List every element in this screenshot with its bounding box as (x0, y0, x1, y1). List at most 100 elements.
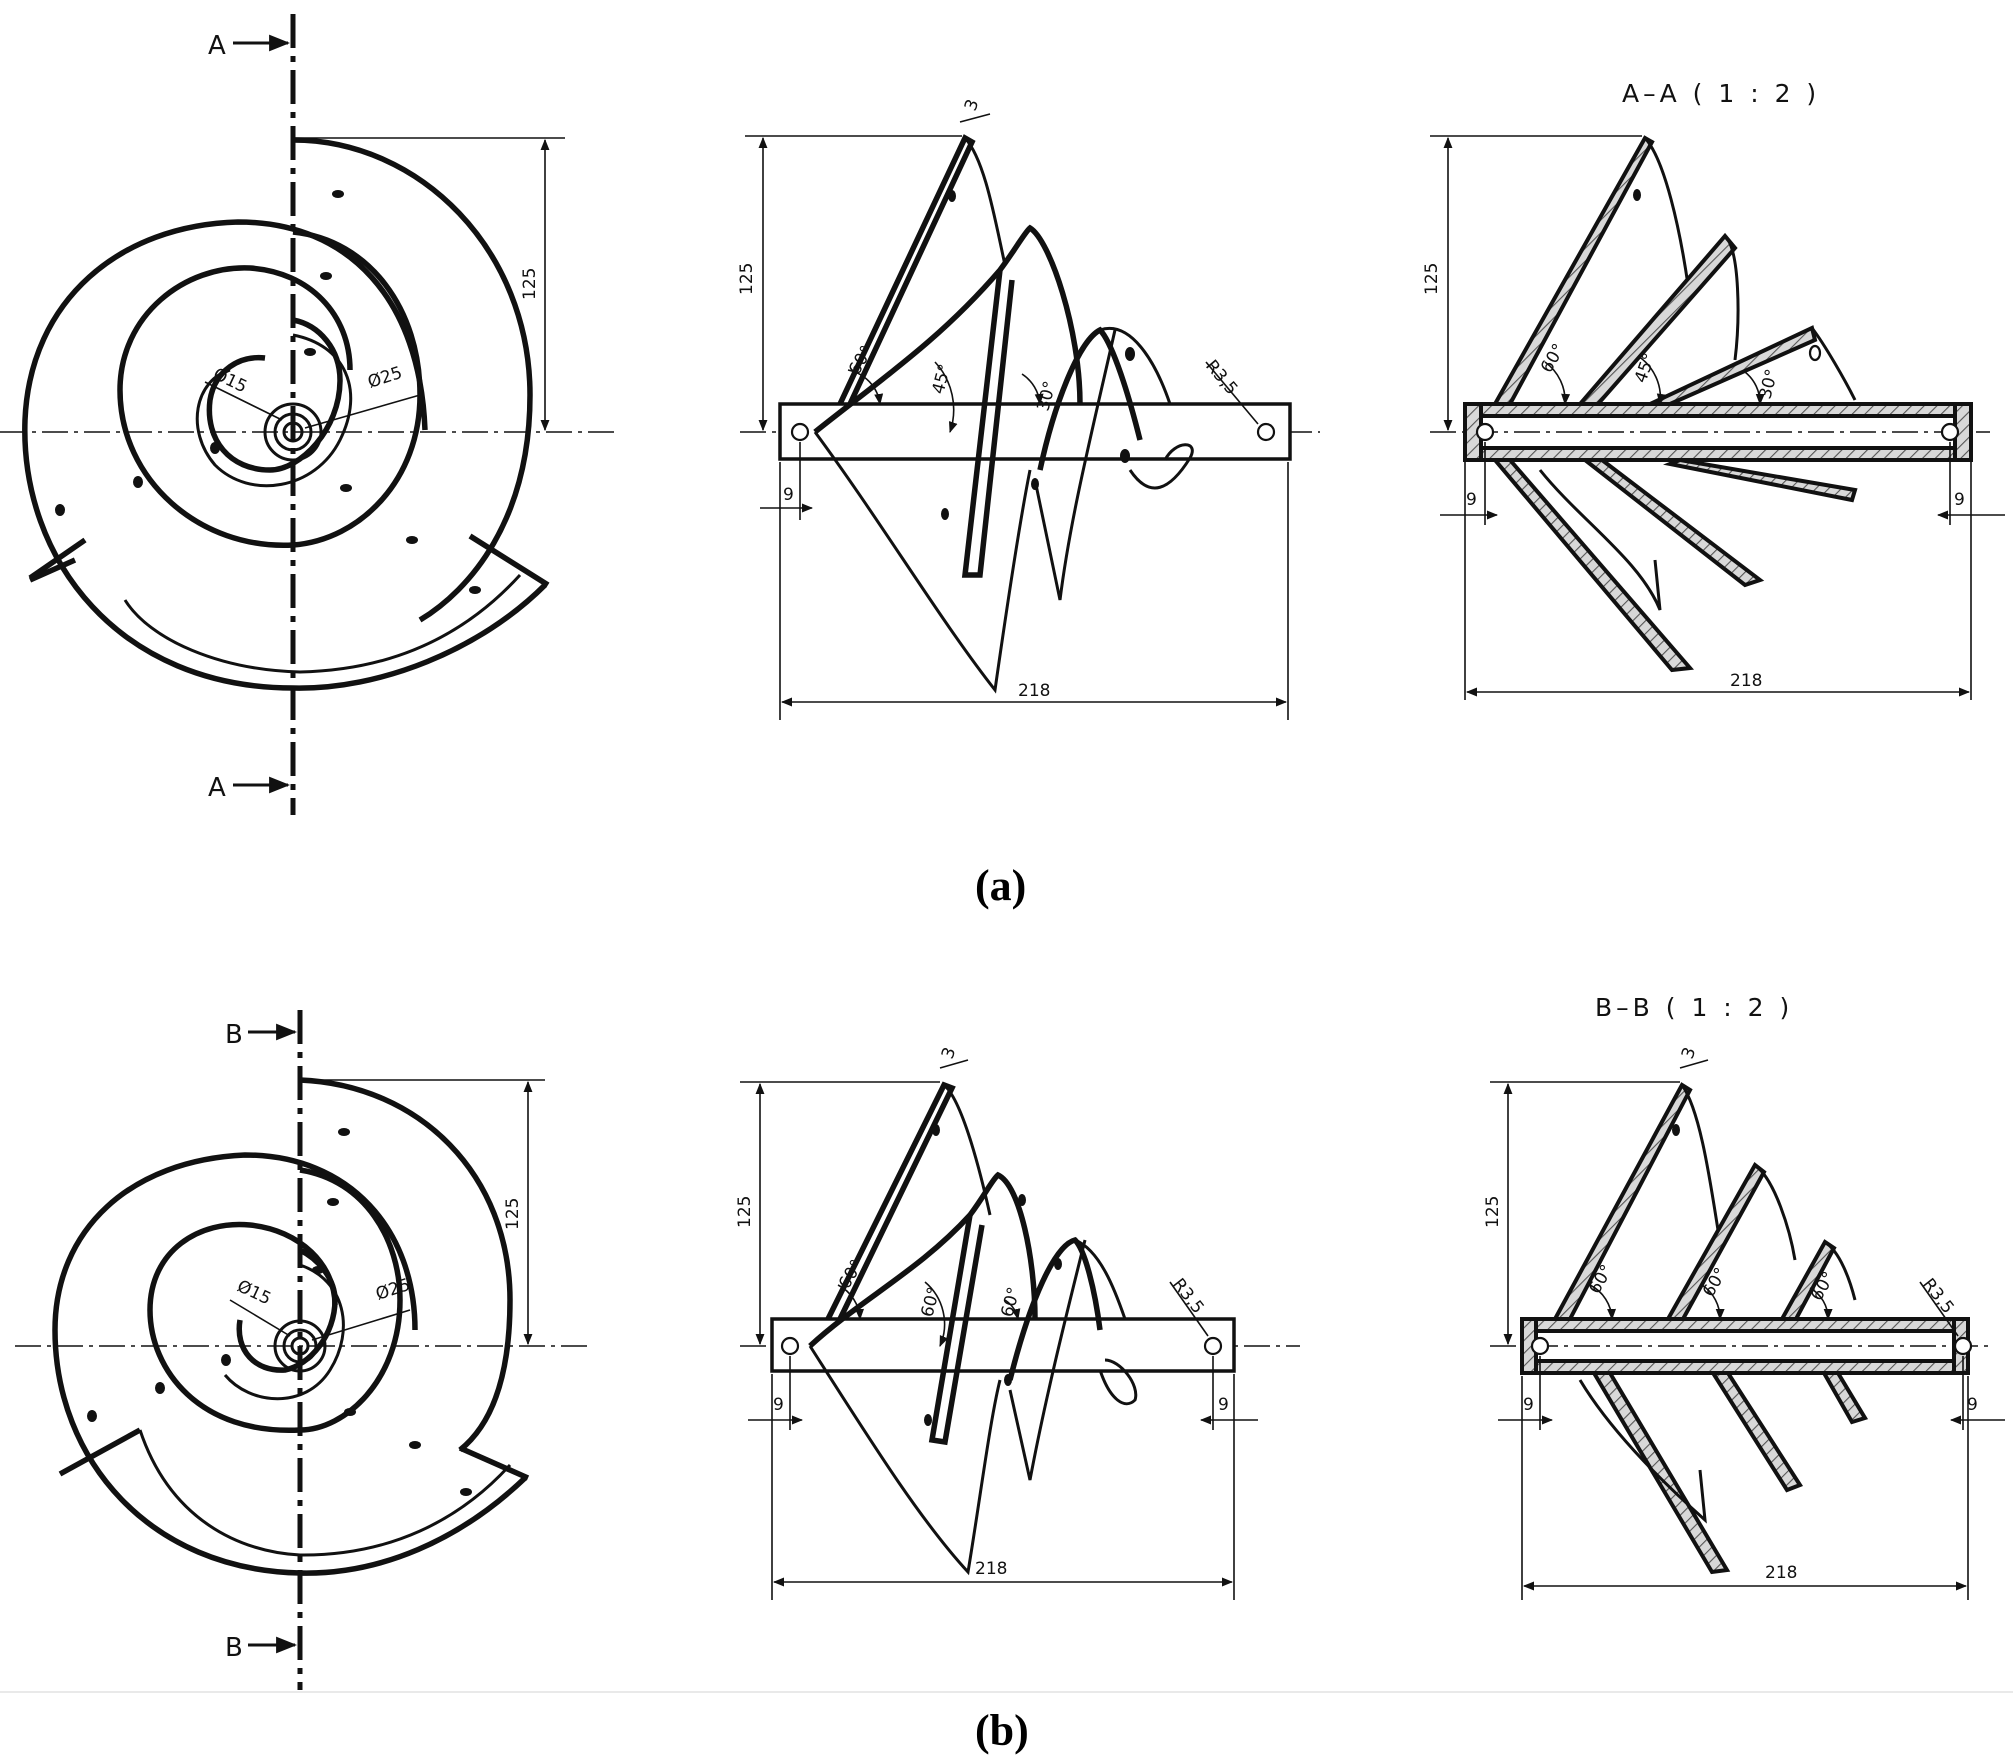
radius-label: R3,5 (1168, 1275, 1208, 1318)
length-dimension-label: 218 (1018, 681, 1050, 701)
blade-hole (1031, 478, 1039, 490)
spiral-inner-edge (206, 317, 343, 473)
bolt-hole (55, 504, 65, 516)
length-dimension-label: 218 (1765, 1563, 1797, 1583)
bolt-hole (332, 190, 344, 198)
angle-arc-3 (1744, 371, 1765, 406)
angle-arc-3 (1004, 1299, 1021, 1321)
spiral-outer-edge (22, 137, 547, 691)
shaft-hole-left (1530, 1336, 1550, 1356)
hole-offset-label-left: 9 (1466, 490, 1477, 510)
blade-hole (1004, 1374, 1012, 1386)
bolt-hole (327, 1198, 339, 1206)
angle-label-1: 60° (845, 342, 877, 378)
spiral-end-cap-left (58, 1427, 142, 1477)
bolt-hole (469, 586, 481, 594)
shaft-wall-top (1463, 402, 1973, 418)
blade-hole (1672, 1124, 1680, 1136)
shaft-hole-right (1940, 422, 1960, 442)
bolt-hole (344, 1408, 356, 1416)
bolt-hole (338, 1128, 350, 1136)
shaft-hole-left (1475, 422, 1495, 442)
angle-arc-2 (934, 361, 958, 434)
angle-arc-1 (847, 369, 884, 406)
shaft-wall-bottom (1520, 1359, 1970, 1375)
spiral-outer-band (123, 573, 522, 674)
section-letter-bottom: A (208, 773, 226, 803)
blade-3 (1037, 326, 1143, 471)
blade-3-curve (1099, 327, 1172, 405)
section-blade-1 (1551, 1082, 1693, 1321)
shaft-wall-top (1520, 1317, 1970, 1333)
blade-3 (1007, 1236, 1103, 1381)
thickness-leader (1679, 1059, 1709, 1069)
thickness-label: 3 (938, 1045, 960, 1062)
shaft-hole-right (1953, 1336, 1973, 1356)
blade-hole (1633, 189, 1641, 201)
bolt-hole (133, 476, 143, 488)
blade-hole (932, 1124, 940, 1136)
spiral-outer-edge (52, 1077, 527, 1576)
angle-label-3: 30° (1756, 367, 1783, 401)
section-blade-3-lower (1662, 457, 1858, 503)
angle-arc-2 (1637, 355, 1666, 406)
hole-offset-label-right: 9 (1954, 490, 1965, 510)
hub-outer-circle (273, 1319, 327, 1373)
blade-1-curve (942, 1083, 992, 1216)
radius-leader (1919, 1281, 1959, 1337)
section-blade-2-lower (1579, 458, 1765, 588)
thickness-label: 3 (1678, 1045, 1700, 1062)
section-blade-lower-curve (1578, 1379, 1707, 1524)
section-letter-top: A (208, 31, 226, 61)
hole-offset-label-left: 9 (1523, 1395, 1534, 1415)
shaft-wall-bottom (1463, 446, 1973, 462)
angle-arc-1 (837, 1284, 865, 1321)
section-view-a: A–A ( 1 : 2 ) 60° 45 (1422, 79, 2005, 700)
spiral-end-cap-right (468, 533, 550, 588)
section-blade-1-curve (1643, 136, 1690, 286)
angle-arc-2 (1701, 1284, 1725, 1321)
blade-hole (1125, 347, 1135, 361)
blade-hole (924, 1414, 932, 1426)
thickness-label: 3 (961, 97, 983, 114)
spiral-inner-band (195, 333, 353, 488)
leader-dia-outer (311, 1309, 411, 1341)
section-blade-lower-curve (1538, 469, 1662, 611)
section-blade-3 (1649, 325, 1818, 406)
section-blade-2 (1575, 232, 1738, 406)
blade-2-lower (813, 431, 1032, 694)
bolt-hole (304, 348, 316, 356)
bolt-hole (210, 442, 220, 454)
blade-1-curve (963, 136, 1007, 266)
section-blade-2-curve (1723, 234, 1740, 361)
blade-2 (808, 1171, 1038, 1349)
leader-dia-inner (229, 1299, 291, 1337)
angle-label-3: 60° (998, 1285, 1025, 1319)
section-blade-1 (1491, 135, 1655, 406)
height-dimension-label: 125 (520, 268, 540, 300)
shaft (770, 1317, 1236, 1373)
thickness-leader (959, 113, 991, 123)
figure-b: B B (0, 993, 2013, 1755)
angle-arc-1 (1544, 361, 1571, 406)
spiral-middle-edge (117, 229, 423, 548)
auger-side-view-b: 60° 60° 60° 125 3 R3,5 218 9 9 (735, 1045, 1300, 1600)
figure-a: A A (0, 14, 2005, 910)
hole-offset-label: 9 (783, 485, 794, 505)
section-letter-top: B (225, 1020, 243, 1050)
height-dimension-label: 125 (737, 263, 757, 295)
bolt-hole (460, 1488, 472, 1496)
spiral-front-view-b: B B (15, 1010, 590, 1690)
hole-offset-label-right: 9 (1967, 1395, 1978, 1415)
blade-3-curve (1074, 1238, 1127, 1320)
hole-offset-label-right: 9 (1218, 1395, 1229, 1415)
section-blade-2-lower (1709, 1371, 1804, 1493)
hub-bore (290, 1336, 310, 1356)
section-title: B–B ( 1 : 2 ) (1595, 993, 1793, 1022)
shaft-hole-right (1256, 422, 1276, 442)
blade-2 (813, 224, 1083, 435)
blade-hole (1120, 449, 1130, 463)
radius-leader (1205, 361, 1259, 425)
height-dimension-label: 125 (503, 1198, 523, 1230)
